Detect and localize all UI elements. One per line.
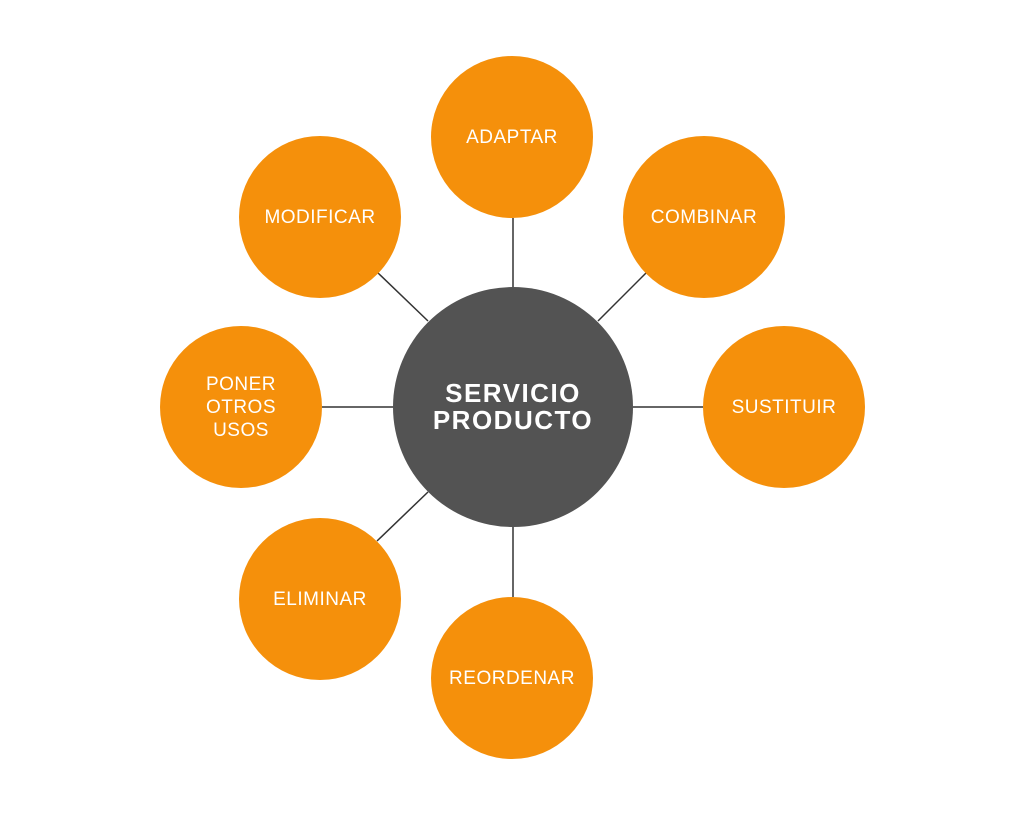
node-sustituir-label: SUSTITUIR: [731, 396, 837, 418]
center-node: SERVICIO PRODUCTO: [393, 287, 633, 527]
node-modificar-label: MODIFICAR: [264, 206, 376, 228]
node-eliminar-label: ELIMINAR: [273, 588, 367, 610]
node-reordenar-label: REORDENAR: [449, 667, 575, 689]
node-combinar: COMBINAR: [623, 136, 785, 298]
node-sustituir: SUSTITUIR: [703, 326, 865, 488]
connector-combinar: [597, 271, 648, 322]
node-poner-otros-usos-label: PONER OTROS USOS: [205, 373, 277, 441]
connector-eliminar: [376, 491, 429, 542]
node-eliminar: ELIMINAR: [239, 518, 401, 680]
node-adaptar-label: ADAPTAR: [466, 126, 558, 148]
node-poner-otros-usos: PONER OTROS USOS: [160, 326, 322, 488]
node-reordenar: REORDENAR: [431, 597, 593, 759]
node-combinar-label: COMBINAR: [650, 206, 758, 228]
center-label: SERVICIO PRODUCTO: [432, 378, 594, 435]
node-adaptar: ADAPTAR: [431, 56, 593, 218]
connector-modificar: [376, 271, 429, 322]
node-modificar: MODIFICAR: [239, 136, 401, 298]
